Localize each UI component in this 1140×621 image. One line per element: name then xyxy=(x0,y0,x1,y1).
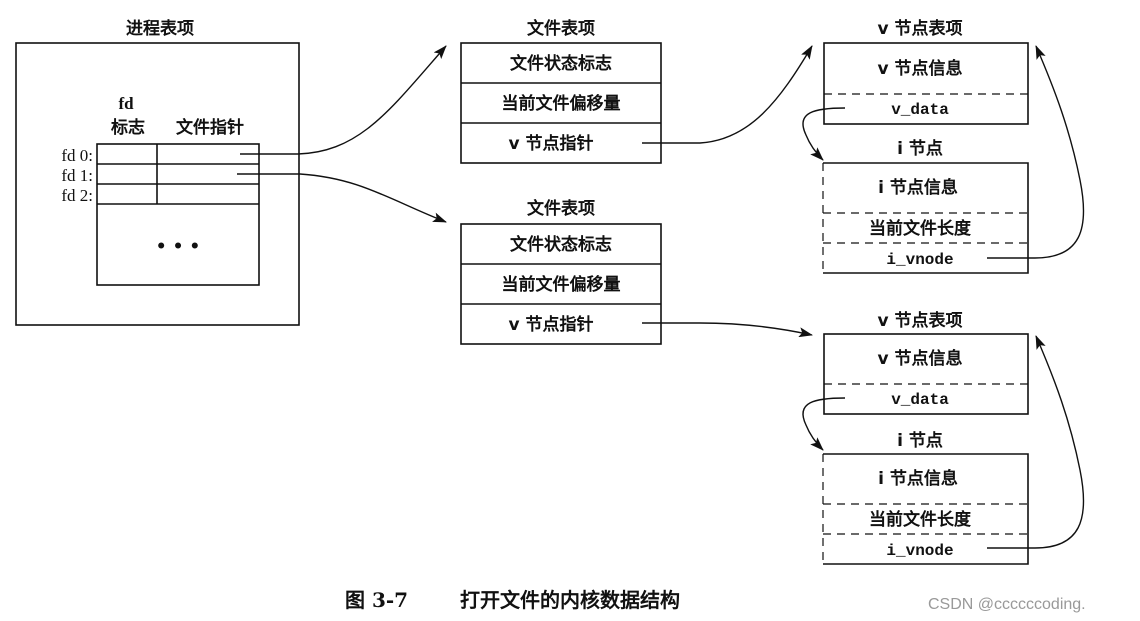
vnode-table-entry: v 节点表项 v 节点信息 v_data i 节点 i 节点信息 当前文件长度 … xyxy=(822,310,1029,565)
inode-title: i 节点 xyxy=(897,430,943,451)
vnode-pointer: v 节点指针 xyxy=(509,133,594,154)
vnode-table-entry: v 节点表项 v 节点信息 v_data i 节点 i 节点信息 当前文件长度 … xyxy=(822,18,1029,274)
file-status-flags: 文件状态标志 xyxy=(510,53,612,74)
vnode-info: v 节点信息 xyxy=(878,348,963,369)
i-vnode-field: i_vnode xyxy=(886,542,953,560)
figure-number: 图 3-7 xyxy=(345,588,408,612)
fd-row-label: fd 1: xyxy=(61,166,93,185)
vnode-info: v 节点信息 xyxy=(878,58,963,79)
fd0-arrow xyxy=(240,45,447,155)
watermark: CSDN @ccccccoding. xyxy=(928,596,1086,613)
file-table-title: 文件表项 xyxy=(527,198,595,219)
vnode-table-title: v 节点表项 xyxy=(878,310,963,331)
file-pointer-column-label: 文件指针 xyxy=(176,117,244,138)
i-vnode-field: i_vnode xyxy=(886,251,953,269)
fd-row-label: fd 0: xyxy=(61,146,93,165)
vnode-pointer: v 节点指针 xyxy=(509,314,594,335)
figure-caption: 打开文件的内核数据结构 xyxy=(460,588,680,612)
inode-info: i 节点信息 xyxy=(878,468,958,489)
fd-column-label: fd xyxy=(118,94,134,113)
vnode-pointer-arrow xyxy=(642,322,813,338)
ellipsis: • • • xyxy=(156,237,200,257)
file-table-title: 文件表项 xyxy=(527,18,595,39)
inode-file-length: 当前文件长度 xyxy=(869,509,972,530)
v-data-field: v_data xyxy=(891,101,949,119)
v-data-arrow xyxy=(802,397,846,451)
v-data-field: v_data xyxy=(891,391,949,409)
inode-file-length: 当前文件长度 xyxy=(869,218,972,239)
vnode-table-title: v 节点表项 xyxy=(878,18,963,39)
fd-flags-column-label: 标志 xyxy=(111,117,145,138)
process-table-title: 进程表项 xyxy=(126,18,194,39)
i-vnode-arrow xyxy=(987,335,1085,549)
process-table-entry: 进程表项 fd 标志 文件指针 fd 0: fd 1: fd 2: • • • xyxy=(15,18,300,326)
file-status-flags: 文件状态标志 xyxy=(510,234,612,255)
v-data-arrow xyxy=(802,107,846,161)
fd1-arrow xyxy=(237,173,447,223)
file-offset: 当前文件偏移量 xyxy=(502,274,621,295)
vnode-pointer-arrow xyxy=(642,45,813,144)
fd-row-label: fd 2: xyxy=(61,186,93,205)
file-table-entry: 文件表项 文件状态标志 当前文件偏移量 v 节点指针 xyxy=(460,18,662,164)
arrows xyxy=(237,45,1085,549)
inode-title: i 节点 xyxy=(897,138,943,159)
file-offset: 当前文件偏移量 xyxy=(502,93,621,114)
inode-info: i 节点信息 xyxy=(878,177,958,198)
file-table-entry: 文件表项 文件状态标志 当前文件偏移量 v 节点指针 xyxy=(460,198,662,345)
i-vnode-arrow xyxy=(987,45,1085,259)
